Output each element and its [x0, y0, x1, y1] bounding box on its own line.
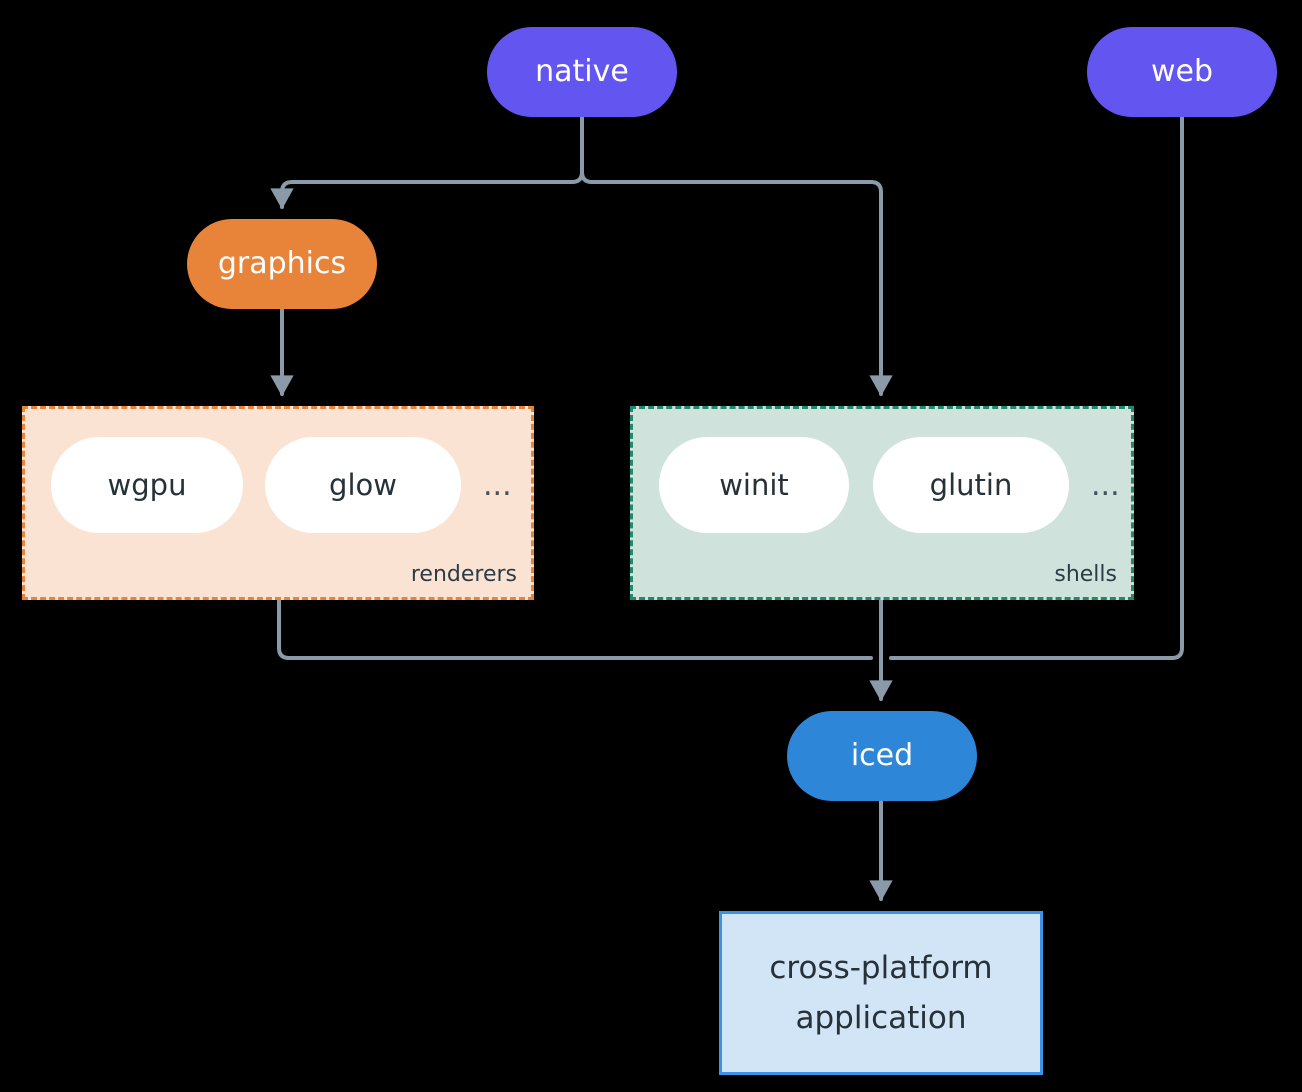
leaf-winit-label: winit — [719, 468, 789, 502]
group-shells-label: shells — [1054, 562, 1117, 587]
leaf-glutin-label: glutin — [929, 468, 1013, 502]
node-iced[interactable]: iced — [787, 711, 977, 801]
group-shells: winit glutin ... shells — [630, 406, 1134, 600]
node-native-label: native — [535, 54, 629, 90]
leaf-winit[interactable]: winit — [659, 437, 849, 533]
group-renderers-label: renderers — [410, 562, 517, 587]
node-web-label: web — [1150, 54, 1214, 90]
leaf-wgpu-label: wgpu — [107, 468, 187, 502]
edge-native-to-shells — [580, 170, 893, 397]
node-web[interactable]: web — [1087, 27, 1277, 117]
edge-native-to-graphics — [270, 170, 584, 210]
group-renderers: wgpu glow ... renderers — [22, 406, 534, 600]
node-application-line2: application — [795, 1000, 967, 1036]
node-application[interactable]: cross-platform application — [719, 911, 1043, 1075]
node-graphics-label: graphics — [217, 246, 347, 282]
leaf-glow[interactable]: glow — [265, 437, 461, 533]
leaf-wgpu[interactable]: wgpu — [51, 437, 243, 533]
node-iced-label: iced — [850, 738, 914, 774]
leaf-glutin[interactable]: glutin — [873, 437, 1069, 533]
node-native[interactable]: native — [487, 27, 677, 117]
node-graphics[interactable]: graphics — [187, 219, 377, 309]
edge-web-to-iced — [889, 115, 1184, 660]
leaf-glow-label: glow — [329, 468, 397, 502]
node-application-line1: cross-platform — [769, 949, 993, 986]
renderers-ellipsis: ... — [483, 468, 512, 503]
edge-renderers-to-iced — [277, 598, 873, 660]
shells-ellipsis: ... — [1091, 468, 1120, 503]
